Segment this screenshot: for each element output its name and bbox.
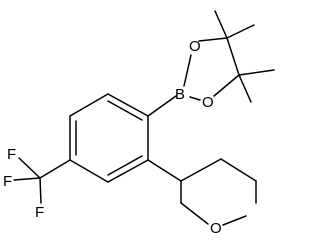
double-bond-inner xyxy=(107,155,143,176)
bond xyxy=(69,159,109,183)
oxygen-atom-label: O xyxy=(189,38,201,55)
fluorine-atom-label: F xyxy=(35,204,44,221)
boron-atom-label: B xyxy=(175,86,185,103)
bond xyxy=(222,215,247,226)
bond xyxy=(220,158,257,182)
fluorine-atom-label: F xyxy=(7,146,16,163)
methyl-bond xyxy=(214,10,228,39)
structure-canvas: B O O O F F F xyxy=(3,10,275,237)
bond xyxy=(39,177,42,204)
bond xyxy=(147,95,177,117)
bond xyxy=(180,158,222,182)
fluorine-atom-label: F xyxy=(3,173,12,190)
benzene-ring xyxy=(69,93,149,183)
trifluoromethyl-group xyxy=(13,157,71,204)
bond xyxy=(107,159,149,183)
methyl-bond xyxy=(238,69,275,76)
bond xyxy=(183,54,192,87)
bond xyxy=(213,74,240,97)
oxygen-atom-label: O xyxy=(210,220,222,237)
bond xyxy=(69,93,109,117)
bond xyxy=(39,159,71,179)
bond xyxy=(189,96,201,101)
bond xyxy=(107,93,149,117)
oxygen-atom-label: O xyxy=(202,94,214,111)
bond xyxy=(180,202,209,225)
molecule-drawing: B O O O F F F xyxy=(3,10,275,237)
oxane-ring xyxy=(147,158,257,226)
double-bond-inner xyxy=(107,100,143,121)
bond xyxy=(198,37,228,42)
bond xyxy=(13,177,41,181)
dioxaborolane-ring xyxy=(183,10,275,103)
bond xyxy=(18,157,41,179)
methyl-bond xyxy=(226,24,255,39)
bond xyxy=(147,159,182,182)
methyl-bond xyxy=(238,74,252,103)
bond xyxy=(226,37,240,76)
